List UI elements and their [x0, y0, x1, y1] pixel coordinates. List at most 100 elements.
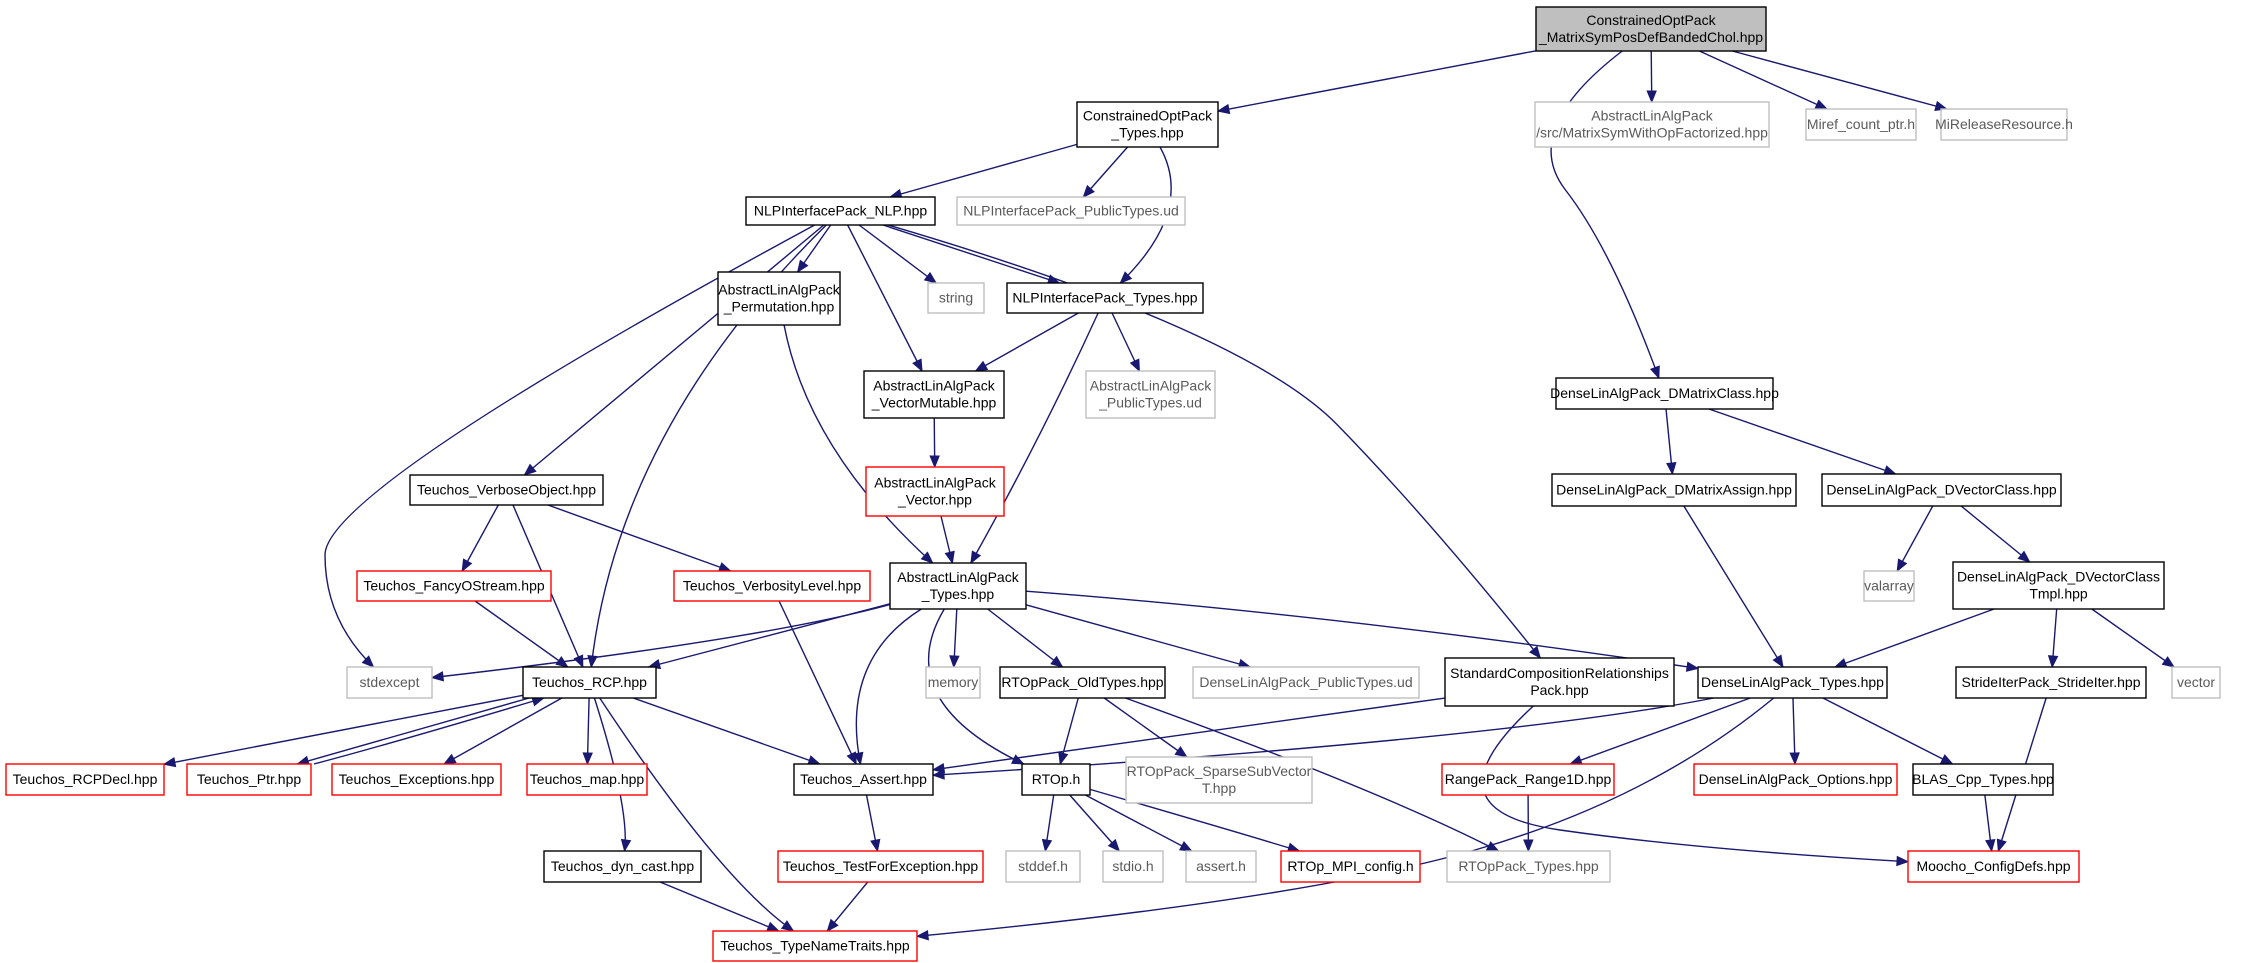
node-label: AbstractLinAlgPack	[897, 569, 1019, 585]
edge-fancy-to-rcp	[474, 600, 569, 668]
edge-rcp-to-rcpdecl	[162, 694, 524, 768]
edge-root-to-alap_msw	[1646, 50, 1657, 104]
node-exceptions[interactable]: Teuchos_Exceptions.hpp	[331, 763, 502, 796]
node-mpi[interactable]: RTOp_MPI_config.h	[1280, 850, 1421, 883]
node-label: stddef.h	[1018, 858, 1068, 874]
node-stride[interactable]: StrideIterPack_StrideIter.hpp	[1955, 666, 2147, 699]
node-range[interactable]: RangePack_Range1D.hpp	[1441, 763, 1615, 796]
node-label: AbstractLinAlgPack	[873, 378, 995, 394]
arrowhead-icon	[1772, 654, 1784, 669]
node-alap_msw: AbstractLinAlgPack/src/MatrixSymWithOpFa…	[1534, 101, 1770, 148]
arrowhead-icon	[853, 751, 864, 766]
node-label: _Types.hpp	[1110, 125, 1184, 141]
arrowhead-icon	[1174, 746, 1188, 758]
node-label: AbstractLinAlgPack	[1090, 378, 1212, 394]
node-tnt[interactable]: Teuchos_TypeNameTraits.hpp	[712, 930, 918, 962]
node-fancy[interactable]: Teuchos_FancyOStream.hpp	[356, 570, 552, 602]
node-label: vector	[2177, 674, 2215, 690]
edge-ptr-to-rcp	[313, 696, 545, 765]
node-dla_dma[interactable]: DenseLinAlgPack_DMatrixAssign.hpp	[1551, 473, 1797, 507]
edge-nlp-to-alap_vm	[847, 224, 923, 373]
node-dla_opt[interactable]: DenseLinAlgPack_Options.hpp	[1693, 763, 1898, 796]
node-label: RTOpPack_OldTypes.hpp	[1001, 674, 1163, 690]
arrowhead-icon	[1896, 558, 1908, 573]
node-alap_perm[interactable]: AbstractLinAlgPack_Permutation.hpp	[717, 271, 841, 326]
node-label: AbstractLinAlgPack	[1591, 108, 1713, 124]
edge-verbose-to-fancy	[461, 504, 499, 573]
node-dyncast[interactable]: Teuchos_dyn_cast.hpp	[543, 850, 702, 883]
node-ptr[interactable]: Teuchos_Ptr.hpp	[186, 763, 312, 796]
node-tfe[interactable]: Teuchos_TestForException.hpp	[777, 850, 984, 883]
node-label: Teuchos_map.hpp	[530, 771, 645, 787]
node-alap_types[interactable]: AbstractLinAlgPack_Types.hpp	[889, 562, 1027, 610]
node-label: Teuchos_Assert.hpp	[800, 771, 927, 787]
node-rcp[interactable]: Teuchos_RCP.hpp	[522, 666, 657, 699]
node-label: assert.h	[1196, 858, 1246, 874]
arrowhead-icon	[807, 755, 821, 766]
edge-range-to-rtop_types	[1523, 794, 1534, 853]
node-moocho[interactable]: Moocho_ConfigDefs.hpp	[1907, 850, 2080, 883]
node-label: StandardCompositionRelationships	[1450, 665, 1669, 681]
node-dla_dvc[interactable]: DenseLinAlgPack_DVectorClass.hpp	[1821, 473, 2062, 507]
node-rtop_old[interactable]: RTOpPack_OldTypes.hpp	[999, 666, 1166, 699]
node-label: DenseLinAlgPack_PublicTypes.ud	[1199, 674, 1412, 690]
node-rcpdecl[interactable]: Teuchos_RCPDecl.hpp	[5, 763, 165, 796]
node-nlp[interactable]: NLPInterfacePack_NLP.hpp	[745, 196, 936, 226]
edge-nlp_types-to-alap_vm	[974, 312, 1079, 372]
node-label: AbstractLinAlgPack	[874, 475, 996, 491]
edge-rcp-to-map	[582, 697, 593, 766]
edge-alap_types-to-stdexcept	[430, 603, 891, 682]
arrowhead-icon	[1129, 358, 1140, 373]
node-label: DenseLinAlgPack_DVectorClass.hpp	[1826, 482, 2057, 498]
arrowhead-icon	[929, 455, 940, 469]
edge-dla_dvc-to-dla_dvct	[1960, 505, 2031, 563]
edge-verbose-to-verbosity	[547, 504, 732, 573]
edge-alap_types-to-dla_types	[1025, 590, 1700, 672]
node-rtop[interactable]: RTOp.h	[1021, 763, 1091, 796]
node-alap_pub: AbstractLinAlgPack_PublicTypes.ud	[1085, 370, 1216, 419]
node-verbosity[interactable]: Teuchos_VerbosityLevel.hpp	[673, 570, 871, 602]
edge-root-to-miref	[1699, 50, 1829, 110]
edge-dyncast-to-tnt	[659, 881, 780, 932]
node-label: NLPInterfacePack_PublicTypes.ud	[963, 203, 1179, 219]
edge-nlp-to-nlp_types	[882, 224, 1061, 285]
node-miref: Miref_count_ptr.h	[1805, 108, 1917, 141]
edge-rtop-to-stddef	[1041, 794, 1055, 853]
node-label: BLAS_Cpp_Types.hpp	[1912, 771, 2054, 787]
node-blas[interactable]: BLAS_Cpp_Types.hpp	[1912, 763, 2054, 796]
arrowhead-icon	[923, 271, 938, 284]
edge-rcp-to-assert	[633, 697, 821, 766]
node-verbose[interactable]: Teuchos_VerboseObject.hpp	[409, 474, 604, 506]
node-label: Teuchos_VerbosityLevel.hpp	[683, 578, 861, 594]
node-dla_dmc[interactable]: DenseLinAlgPack_DMatrixClass.hpp	[1550, 377, 1779, 410]
node-label: Teuchos_FancyOStream.hpp	[363, 578, 545, 594]
node-stdexcept: stdexcept	[346, 666, 433, 699]
edge-alap_vm-to-alap_vec	[929, 417, 940, 469]
arrowhead-icon	[1010, 754, 1025, 765]
arrowhead-icon	[1685, 661, 1700, 672]
arrowhead-icon	[582, 752, 593, 766]
arrowhead-icon	[1814, 99, 1829, 110]
graph-nodes: ConstrainedOptPack_MatrixSymPosDefBanded…	[5, 6, 2221, 962]
node-label: MiReleaseResource.h	[1935, 116, 2073, 132]
edge-dla_dmc-to-dla_dma	[1665, 408, 1677, 476]
edge-alap_types-to-rcp	[647, 603, 891, 670]
arrowhead-icon	[1107, 838, 1121, 852]
node-dla_types[interactable]: DenseLinAlgPack_Types.hpp	[1697, 666, 1888, 699]
edge-nlp_types-to-alap_pub	[1111, 312, 1141, 373]
arrowhead-icon	[1216, 103, 1231, 115]
node-cop_types[interactable]: ConstrainedOptPack_Types.hpp	[1076, 101, 1219, 148]
edge-nlp_types-to-alap_types	[970, 312, 1099, 565]
node-alap_vm[interactable]: AbstractLinAlgPack_VectorMutable.hpp	[863, 370, 1005, 419]
node-root[interactable]: ConstrainedOptPack_MatrixSymPosDefBanded…	[1535, 6, 1767, 52]
edge-root-to-dla_dmc	[1550, 50, 1660, 380]
node-label: T.hpp	[1202, 780, 1236, 796]
node-alap_vec[interactable]: AbstractLinAlgPack_Vector.hpp	[865, 466, 1005, 517]
node-label: ConstrainedOptPack	[1586, 12, 1716, 28]
node-asserth: assert.h	[1185, 850, 1257, 883]
node-nlp_types[interactable]: NLPInterfacePack_Types.hpp	[1006, 282, 1204, 314]
node-assert[interactable]: Teuchos_Assert.hpp	[793, 763, 934, 796]
node-map[interactable]: Teuchos_map.hpp	[526, 763, 648, 796]
